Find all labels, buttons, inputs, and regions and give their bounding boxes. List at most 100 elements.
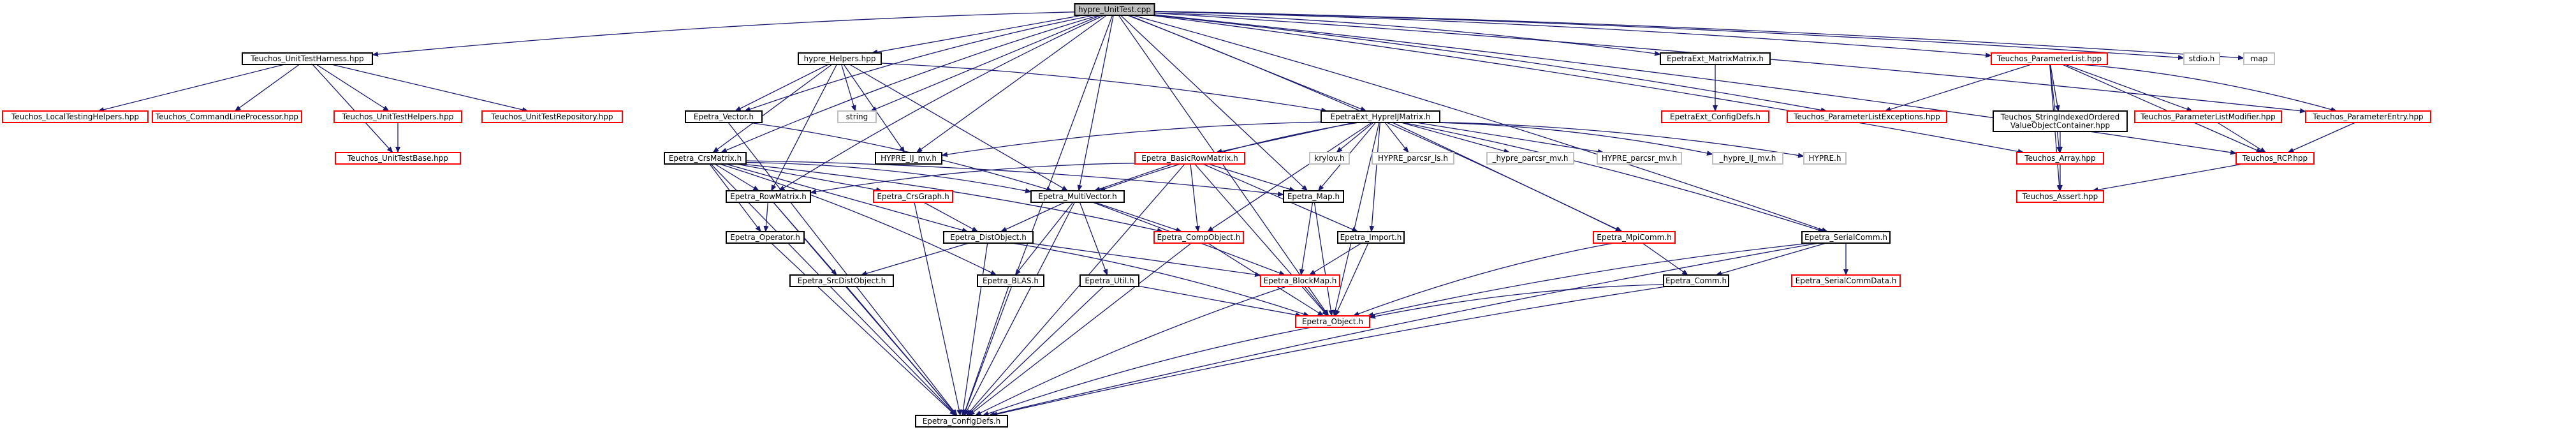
node-asset[interactable]: Teuchos_Assert.hpp <box>2016 190 2104 203</box>
edge-rcp-to-asset <box>2091 163 2243 193</box>
node-compobject[interactable]: Epetra_CompObject.h <box>1153 231 1244 244</box>
node-paramentry[interactable]: Teuchos_ParameterEntry.hpp <box>2305 110 2431 123</box>
node-map[interactable]: map <box>2243 52 2275 65</box>
node-box <box>977 274 1044 287</box>
node-blockmap[interactable]: Epetra_BlockMap.h <box>1260 274 1340 287</box>
node-label: Epetra_BlockMap.h <box>1264 276 1337 285</box>
edge-distobject-to-srcdist <box>860 242 969 276</box>
node-paramexc[interactable]: Teuchos_ParameterListExceptions.hpp <box>1787 110 1947 123</box>
node-label: Epetra_Util.h <box>1085 276 1134 285</box>
node-rowmatrix[interactable]: Epetra_RowMatrix.h <box>726 190 811 203</box>
node-stdio[interactable]: stdio.h <box>2183 52 2220 65</box>
node-label: Teuchos_ParameterList.hpp <box>1996 54 2102 63</box>
node-crsmatrix[interactable]: Epetra_CrsMatrix.h <box>664 152 747 165</box>
node-label: HYPRE_parcsr_ls.h <box>1378 154 1448 163</box>
node-box <box>1030 190 1125 203</box>
edge-harness-to-cmdline <box>234 64 300 112</box>
edge-basicrow-to-compobject <box>1190 163 1200 232</box>
edge-serialcomm-to-object <box>1366 242 1811 317</box>
node-box <box>1661 110 1769 123</box>
node-unithelpers[interactable]: Teuchos_UnitTestHelpers.hpp <box>333 110 462 123</box>
node-serialcommdata[interactable]: Epetra_SerialCommData.h <box>1791 274 1901 287</box>
edge-root-to-harness <box>372 11 1075 57</box>
node-label: Teuchos_RCP.hpp <box>2242 154 2308 163</box>
node-array[interactable]: Teuchos_Array.hpp <box>2016 152 2104 165</box>
edge-root-to-multivector <box>1077 15 1114 191</box>
node-comm[interactable]: Epetra_Comm.h <box>1663 274 1729 287</box>
node-distobject[interactable]: Epetra_DistObject.h <box>943 231 1034 244</box>
node-configdefs[interactable]: Epetra_ConfigDefs.h <box>915 415 1008 428</box>
node-localtest[interactable]: Teuchos_LocalTestingHelpers.hpp <box>2 110 149 123</box>
node-hyprelsmv[interactable]: HYPRE_IJ_mv.h <box>875 152 942 165</box>
node-hypreh[interactable]: HYPRE.h <box>1803 152 1847 165</box>
node-label: EpetraExt_HypreIJMatrix.h <box>1330 112 1430 121</box>
node-parcsrmv2[interactable]: HYPRE_parcsr_mv.h <box>1597 152 1682 165</box>
edge-harness-to-unitrepo <box>331 64 529 112</box>
node-unitrepo[interactable]: Teuchos_UnitTestRepository.hpp <box>481 110 623 123</box>
node-operator[interactable]: Epetra_Operator.h <box>726 231 805 244</box>
node-box <box>2183 52 2220 65</box>
edge-paramlist-to-rcp <box>2062 64 2263 153</box>
node-label: Epetra_SerialCommData.h <box>1796 276 1897 285</box>
node-string[interactable]: string <box>837 110 877 123</box>
edge-basicrow-to-rowmatrix <box>810 163 1136 195</box>
node-layer: hypre_UnitTest.cppTeuchos_UnitTestHarnes… <box>2 3 2431 428</box>
edge-util-to-configdefs <box>967 286 1104 416</box>
node-parcsrls[interactable]: HYPRE_parcsr_ls.h <box>1372 152 1454 165</box>
node-srcdist[interactable]: Epetra_SrcDistObject.h <box>789 274 894 287</box>
node-object[interactable]: Epetra_Object.h <box>1295 315 1370 328</box>
node-hypreij[interactable]: EpetraExt_HypreIJMatrix.h <box>1321 110 1440 123</box>
node-emap[interactable]: Epetra_Map.h <box>1283 190 1344 203</box>
edge-harness-to-unithelpers <box>316 64 390 112</box>
node-blas[interactable]: Epetra_BLAS.h <box>977 274 1044 287</box>
node-box <box>335 152 461 165</box>
node-label: Epetra_Comm.h <box>1665 276 1727 285</box>
node-crsgraph[interactable]: Epetra_CrsGraph.h <box>873 190 953 203</box>
node-label: Epetra_BLAS.h <box>983 276 1039 285</box>
node-box <box>242 52 373 65</box>
node-epconfig[interactable]: EpetraExt_ConfigDefs.h <box>1661 110 1769 123</box>
node-label: Teuchos_Assert.hpp <box>2022 192 2098 201</box>
edge-multivector-to-util <box>1079 202 1108 276</box>
node-util[interactable]: Epetra_Util.h <box>1079 274 1139 287</box>
node-mpicomm[interactable]: Epetra_MpiComm.h <box>1593 231 1676 244</box>
node-harness[interactable]: Teuchos_UnitTestHarness.hpp <box>242 52 373 65</box>
edge-root-to-serialcomm <box>1132 15 1829 232</box>
edge-root-to-hyprelsmv <box>916 15 1107 153</box>
node-root[interactable]: hypre_UnitTest.cpp <box>1074 3 1155 16</box>
node-serialcomm[interactable]: Epetra_SerialComm.h <box>1801 231 1891 244</box>
node-label: Epetra_Operator.h <box>730 233 800 242</box>
node-unitbase[interactable]: Teuchos_UnitTestBase.hpp <box>335 152 461 165</box>
node-box <box>1597 152 1682 165</box>
node-box <box>1787 110 1947 123</box>
edge-distobject-to-object <box>1011 242 1310 317</box>
node-paramlistmod[interactable]: Teuchos_ParameterListModifier.hpp <box>2134 110 2282 123</box>
node-vector[interactable]: Epetra_Vector.h <box>685 110 763 123</box>
edge-basicrow-to-emap <box>1208 163 1296 192</box>
node-cmdline[interactable]: Teuchos_CommandLineProcessor.hpp <box>152 110 302 123</box>
node-multivector[interactable]: Epetra_MultiVector.h <box>1030 190 1125 203</box>
edge-basicrow-to-object <box>1194 163 1328 317</box>
node-box <box>915 415 1008 428</box>
edge-multivector-to-blas <box>1014 202 1074 276</box>
node-basicrow[interactable]: Epetra_BasicRowMatrix.h <box>1134 152 1245 165</box>
node-box <box>726 190 811 203</box>
edge-basicrow-to-multivector <box>1094 163 1173 191</box>
node-paramlist[interactable]: Teuchos_ParameterList.hpp <box>1991 52 2108 65</box>
node-label: Epetra_CrsMatrix.h <box>669 154 742 163</box>
edge-vector-to-configdefs <box>728 122 958 416</box>
node-ijmv[interactable]: _hypre_IJ_mv.h <box>1712 152 1783 165</box>
node-import[interactable]: Epetra_Import.h <box>1337 231 1405 244</box>
node-epmatmatrix[interactable]: EpetraExt_MatrixMatrix.h <box>1660 52 1771 65</box>
node-krylov[interactable]: krylov.h <box>1309 152 1350 165</box>
node-helpers[interactable]: hypre_Helpers.hpp <box>798 52 882 65</box>
edge-paramlist-to-paramexc <box>1884 64 2031 112</box>
node-parcsrmv1[interactable]: _hypre_parcsr_mv.h <box>1486 152 1574 165</box>
edge-multivector-to-distobject <box>1000 202 1065 232</box>
node-box <box>1074 3 1155 16</box>
node-rcp[interactable]: Teuchos_RCP.hpp <box>2236 152 2315 165</box>
edge-helpers-to-hyprelsmv <box>843 64 905 153</box>
